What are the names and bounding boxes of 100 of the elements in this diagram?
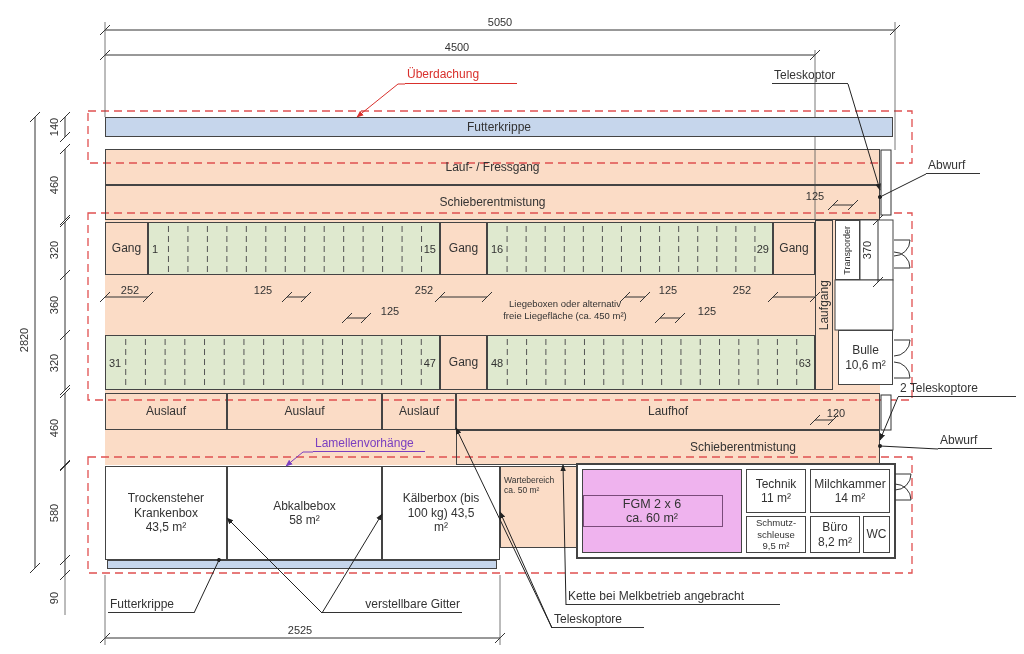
- dimension-label: 252: [120, 284, 140, 296]
- dimension-label: 460: [48, 175, 60, 195]
- floor-area: [382, 393, 456, 430]
- leader-line: [878, 444, 939, 450]
- room: [746, 469, 806, 513]
- room-label: Kälberbox (bis 100 kg) 43,5 m²: [401, 491, 481, 535]
- callout-label: Überdachung: [405, 66, 517, 84]
- room-label: WC: [866, 527, 887, 542]
- room-label: Lauf- / Fressgang: [445, 159, 540, 175]
- dimension-label: 320: [48, 240, 60, 260]
- area-note: Liegeboxen oder alternativ freie Liegefläche (ca. 450 m²): [502, 298, 628, 322]
- dimension-label: 125: [658, 284, 678, 296]
- room: [105, 466, 227, 560]
- dimension-label: 125: [253, 284, 273, 296]
- dimension-label: 125: [697, 305, 717, 317]
- room: [227, 466, 382, 560]
- stall-row: [148, 222, 440, 275]
- room-label: Auslauf: [284, 404, 325, 419]
- leader-line: [285, 451, 314, 467]
- milking-parlour: [582, 469, 742, 553]
- dimension-label: 320: [48, 353, 60, 373]
- room-label: Laufhof: [647, 404, 688, 419]
- dimension-label: 4500: [444, 41, 470, 53]
- room-label: Auslauf: [146, 404, 186, 419]
- room-label: Büro 8,2 m²: [817, 520, 853, 549]
- room-label: Schieberentmistung: [689, 440, 797, 455]
- dimension-label: 125: [380, 305, 400, 317]
- dimension-label: 90: [48, 591, 60, 605]
- leader-line: [878, 173, 927, 199]
- room-label: Schmutz-schleuse 9,5 m²: [754, 517, 798, 552]
- dimension-label: 252: [732, 284, 752, 296]
- dimension-label: 460: [48, 418, 60, 438]
- dimension-label: 252: [414, 284, 434, 296]
- leader-line: [879, 396, 899, 441]
- floor-area: [105, 222, 148, 275]
- callout-label: Futterkrippe: [108, 596, 194, 613]
- floor-area: [440, 335, 487, 390]
- walkway: [815, 220, 833, 390]
- room-label: Gang: [448, 241, 479, 256]
- stall-row: [487, 222, 773, 275]
- room: [838, 330, 893, 385]
- leader-line: [193, 558, 221, 614]
- callout-label: verstellbare Gitter: [322, 596, 462, 613]
- feed-trough: [107, 560, 497, 569]
- dimension-label: 370: [861, 240, 873, 260]
- room: [810, 516, 860, 553]
- room-label: Laufgang: [816, 279, 832, 330]
- floor-area: [456, 430, 880, 465]
- stall-number: 31: [109, 356, 122, 370]
- dimension-label: 580: [48, 503, 60, 523]
- room: [835, 220, 860, 280]
- room-label: Gang: [448, 355, 479, 370]
- stall-row: [487, 335, 815, 390]
- dimension-label: 2525: [287, 624, 313, 636]
- dimension-label: 2820: [18, 327, 30, 353]
- feed-trough: [105, 117, 893, 137]
- callout-label: Teleskoptor: [772, 67, 848, 84]
- room-label: Auslauf: [399, 404, 439, 419]
- leader-line: [560, 464, 567, 606]
- stall-number: 1: [152, 242, 159, 256]
- room-label: Transporder: [842, 225, 853, 275]
- dimension-label: 140: [48, 117, 60, 137]
- dimension-label: 360: [48, 295, 60, 315]
- dimension-label: 125: [805, 190, 825, 202]
- room-label: Trockensteher Krankenbox 43,5 m²: [126, 491, 206, 535]
- floor-area: [456, 393, 880, 430]
- room-label: FGM 2 x 6 ca. 60 m²: [621, 497, 683, 525]
- leader-line: [226, 517, 323, 614]
- leader-line: [321, 513, 383, 614]
- room-label: Gang: [111, 241, 142, 256]
- floor-area: [440, 222, 487, 275]
- stall-number: 47: [423, 356, 436, 370]
- stall-row: [105, 335, 440, 390]
- callout-label: Abwurf: [926, 157, 980, 174]
- stall-number: 15: [423, 242, 436, 256]
- callout-label: 2 Teleskoptore: [898, 380, 1016, 397]
- room-label: Milchkammer 14 m²: [813, 476, 887, 506]
- dimension-label: 5050: [487, 16, 513, 28]
- room-label: Schieberentmistung: [439, 195, 546, 210]
- callout-label: Lamellenvorhänge: [313, 435, 425, 452]
- leader-line: [499, 511, 553, 629]
- dimension-label: 120: [826, 407, 846, 419]
- room-label: Abkalbebox 58 m²: [272, 498, 337, 528]
- floor-area: [105, 185, 880, 220]
- callout-label: Teleskoptore: [552, 611, 644, 628]
- leader-line: [356, 83, 406, 118]
- room: [810, 469, 890, 513]
- room: [746, 516, 806, 553]
- leader-line: [847, 83, 881, 191]
- floor-area: [105, 149, 880, 185]
- room-label: Technik 11 m²: [754, 476, 798, 506]
- stall-number: 16: [491, 242, 504, 256]
- room-label: Futterkrippe: [467, 119, 531, 135]
- waiting-area: [500, 466, 577, 548]
- callout-label: Kette bei Melkbetrieb angebracht: [566, 588, 780, 605]
- floor-area: [773, 222, 815, 275]
- room: [382, 466, 500, 560]
- stall-number: 63: [798, 356, 811, 370]
- room-label: Wartebereich ca. 50 m²: [504, 475, 556, 496]
- floor-area: [105, 393, 227, 430]
